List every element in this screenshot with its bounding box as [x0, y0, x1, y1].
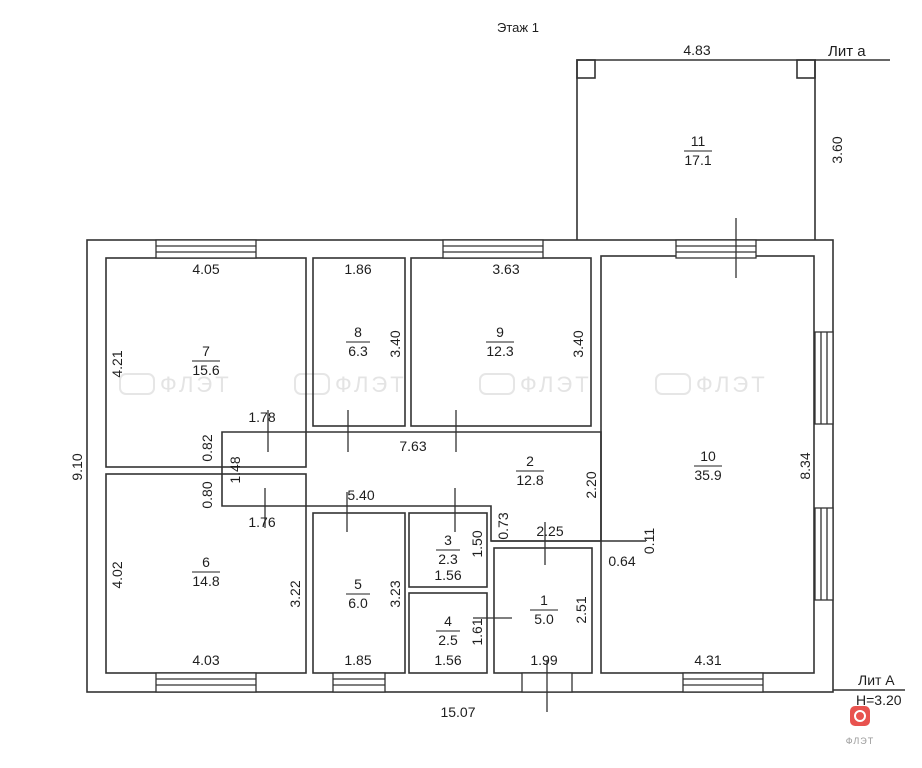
room-area: 6.0 [348, 595, 368, 611]
room-2-label: 212.8 [516, 453, 544, 488]
dimension-label: 5.40 [347, 487, 374, 503]
dimension-label: 9.10 [69, 453, 85, 480]
room-area: 5.0 [534, 611, 554, 627]
dimension-label: 3.23 [387, 580, 403, 607]
room-3-outline [408, 512, 488, 588]
dimension-label: 0.82 [199, 434, 215, 461]
watermark-text: ФЛЭТ [160, 372, 232, 397]
dimension-label: 3.22 [287, 580, 303, 607]
logo-text: ФЛЭТ [846, 736, 874, 746]
dimension-labels: 4.83 3.60 4.05 1.86 3.63 4.21 3.40 3.40 … [69, 42, 845, 720]
dimension-label: 0.11 [641, 528, 657, 554]
dimension-label: 2.51 [573, 596, 589, 623]
dimension-label: 1.56 [434, 567, 461, 583]
room-number: 4 [444, 613, 452, 629]
dimension-label: 7.63 [399, 438, 426, 454]
room-8-label: 86.3 [346, 324, 370, 359]
room-number: 10 [700, 448, 716, 464]
dimension-label: 3.63 [492, 261, 519, 277]
dimension-label: 3.40 [570, 330, 586, 357]
window [675, 239, 757, 259]
room-area: 2.5 [438, 632, 458, 648]
room-9-label: 912.3 [486, 324, 514, 359]
window [332, 672, 386, 693]
room-4-outline [408, 592, 488, 674]
room-area: 2.3 [438, 551, 458, 567]
dimension-label: 8.34 [797, 452, 813, 479]
room-area: 6.3 [348, 343, 368, 359]
annex-outline [576, 59, 816, 240]
room-10-label: 10 35.9 [694, 448, 722, 483]
dimension-label: 1.76 [248, 514, 275, 530]
window [155, 672, 257, 693]
dimension-label: 3.40 [387, 330, 403, 357]
room-number: 1 [540, 592, 548, 608]
windows [155, 239, 834, 693]
dimension-label: 0.80 [199, 481, 215, 508]
dimension-label: 4.02 [109, 561, 125, 588]
dimension-label: 1.61 [469, 618, 485, 645]
dimension-label: 1.78 [248, 409, 275, 425]
height-label: H=3.20 [856, 692, 902, 708]
dimension-label: 4.21 [109, 350, 125, 377]
room-8-outline [312, 257, 406, 427]
dimension-label: 1.56 [434, 652, 461, 668]
window [442, 239, 544, 259]
annex-post [576, 59, 596, 79]
dimension-label: 1.48 [227, 456, 243, 483]
room-number: 2 [526, 453, 534, 469]
room-number: 11 [691, 133, 706, 149]
room-number: 7 [202, 343, 210, 359]
dimension-label: 1.85 [344, 652, 371, 668]
watermark-text: ФЛЭТ [520, 372, 592, 397]
room-area: 15.6 [192, 362, 219, 378]
room-3-label: 32.3 [436, 532, 460, 567]
dimension-label: 4.31 [694, 652, 721, 668]
brand-logo: ФЛЭТ [846, 706, 874, 746]
room-number: 3 [444, 532, 452, 548]
dimension-label: 4.83 [683, 42, 710, 58]
room-10-outline [600, 255, 815, 674]
lit-a-small-label: Лит а [828, 43, 866, 60]
room-area: 12.8 [516, 472, 543, 488]
lit-a-big-label: Лит А [858, 672, 895, 688]
dimension-label: 2.25 [536, 523, 563, 539]
page-title: Этаж 1 [497, 20, 539, 35]
dimension-label: 2.20 [583, 471, 599, 498]
room-6-label: 614.8 [192, 554, 220, 589]
room-number: 5 [354, 576, 362, 592]
dimension-label: 1.86 [344, 261, 371, 277]
dimension-label: 1.50 [469, 530, 485, 557]
dimension-label: 4.03 [192, 652, 219, 668]
watermark-text: ФЛЭТ [335, 372, 407, 397]
annex-post [796, 59, 816, 79]
room-1-label: 15.0 [530, 592, 558, 627]
room-number: 8 [354, 324, 362, 340]
dimension-label: 0.73 [495, 512, 511, 539]
room-number: 6 [202, 554, 210, 570]
room-number: 9 [496, 324, 504, 340]
room-area: 35.9 [694, 467, 721, 483]
watermarks: ФЛЭТ ФЛЭТ ФЛЭТ ФЛЭТ [119, 372, 768, 397]
room-5-label: 56.0 [346, 576, 370, 611]
dimension-label: 3.60 [829, 136, 845, 163]
window [682, 672, 764, 693]
window [155, 239, 257, 259]
dimension-label: 4.05 [192, 261, 219, 277]
dimension-label: 15.07 [440, 704, 475, 720]
room-4-label: 42.5 [436, 613, 460, 648]
watermark-text: ФЛЭТ [696, 372, 768, 397]
dimension-label: 0.64 [608, 553, 635, 569]
room-11-label: 11 17.1 [684, 133, 712, 168]
room-area: 17.1 [684, 152, 711, 168]
window [814, 331, 834, 425]
room-area: 14.8 [192, 573, 219, 589]
dimension-label: 1.99 [530, 652, 557, 668]
window [814, 507, 834, 601]
room-area: 12.3 [486, 343, 513, 359]
room-7-label: 715.6 [192, 343, 220, 378]
door-marks [264, 218, 737, 712]
